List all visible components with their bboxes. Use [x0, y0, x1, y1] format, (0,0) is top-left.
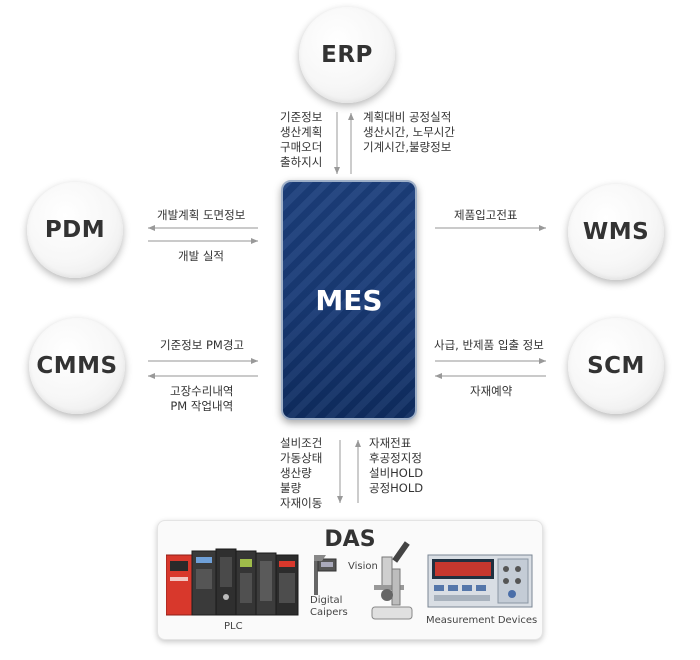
label-cmms-to-mes: 고장수리내역 PM 작업내역 — [170, 384, 234, 413]
erp-node: ERP — [299, 7, 395, 103]
scm-node: SCM — [568, 318, 664, 414]
mes-label: MES — [315, 283, 383, 317]
label-pdm-to-mes: 개발 실적 — [178, 249, 224, 263]
label-das-to-mes: 설비조건 가동상태 생산량 불량 자재이동 — [280, 436, 323, 510]
measurement-label: Measurement Devices — [426, 615, 538, 626]
label-mes-to-pdm: 개발계획 도면정보 — [157, 208, 246, 222]
plc-label: PLC — [224, 621, 243, 632]
calipers-image — [314, 555, 337, 595]
pdm-node: PDM — [27, 182, 123, 278]
calipers-label: Digital Caipers — [310, 595, 348, 618]
wms-node: WMS — [568, 184, 664, 280]
label-mes-to-scm: 사급, 반제품 입출 정보 — [434, 338, 544, 352]
label-mes-to-erp: 계획대비 공정실적 생산시간, 노무시간 기계시간,불량정보 — [363, 110, 455, 154]
das-title: DAS — [324, 527, 376, 552]
label-scm-to-mes: 자재예약 — [470, 384, 513, 398]
label-erp-to-mes: 기준정보 생산계획 구매오더 출하지시 — [280, 110, 323, 169]
label-mes-to-cmms: 기준정보 PM경고 — [160, 338, 244, 352]
plc-image — [166, 548, 299, 616]
label-mes-to-wms: 제품입고전표 — [454, 208, 518, 222]
vision-label: Vision — [348, 561, 378, 572]
measurement-device-image — [427, 554, 533, 608]
mes-block: MES — [281, 180, 417, 420]
label-mes-to-das: 자재전표 후공정지정 설비HOLD 공정HOLD — [369, 436, 424, 495]
cmms-node: CMMS — [29, 318, 125, 414]
microscope-image — [371, 541, 413, 620]
das-panel: DAS PLC Digital Caipers Vision — [157, 520, 543, 640]
